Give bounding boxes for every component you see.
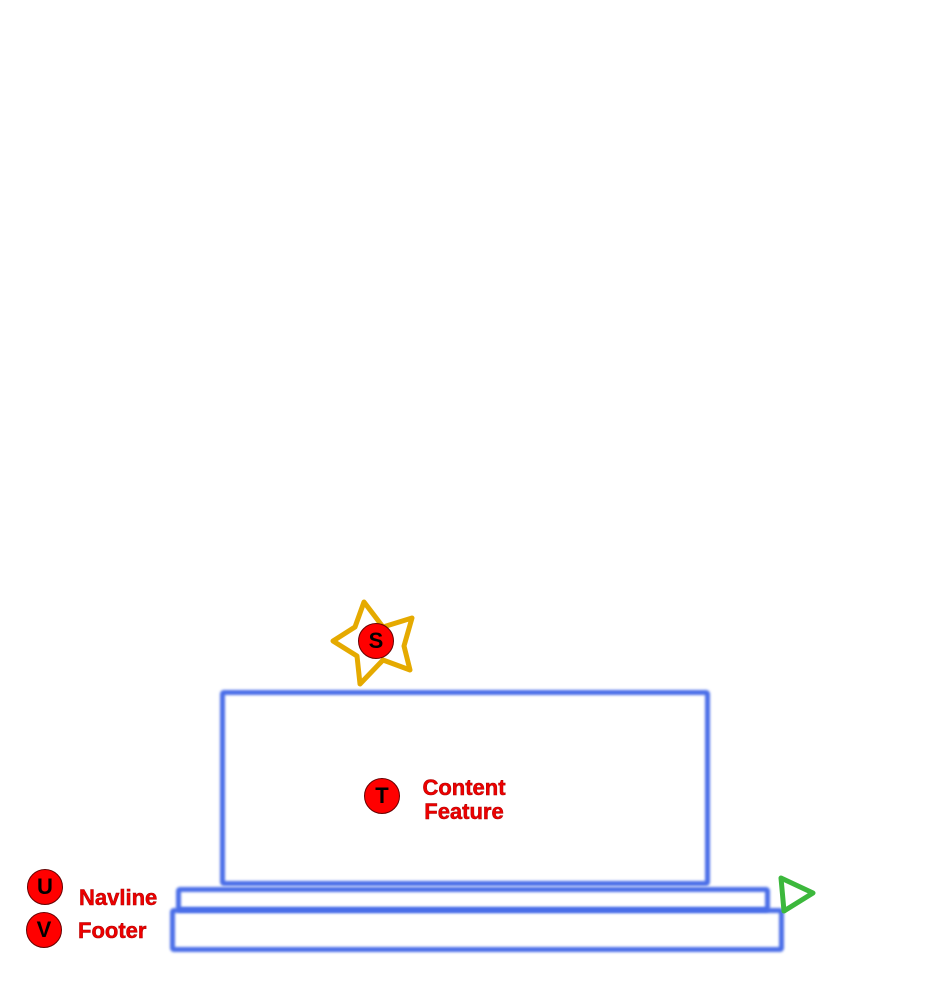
content-feature-box: [220, 690, 710, 886]
badge-s: S: [358, 623, 394, 659]
star-icon: [330, 599, 415, 687]
content-label-line1: Content: [422, 775, 506, 800]
footer-box: [170, 908, 784, 952]
footer-label: Footer: [78, 918, 147, 943]
navline-label: Navline: [79, 885, 158, 910]
content-label-line2: Feature: [424, 799, 504, 824]
badge-t: T: [364, 778, 400, 814]
badge-u: U: [27, 869, 63, 905]
badge-v: V: [26, 912, 62, 948]
content-feature-label: Content Feature: [412, 775, 516, 824]
play-triangle-icon: [778, 875, 816, 914]
